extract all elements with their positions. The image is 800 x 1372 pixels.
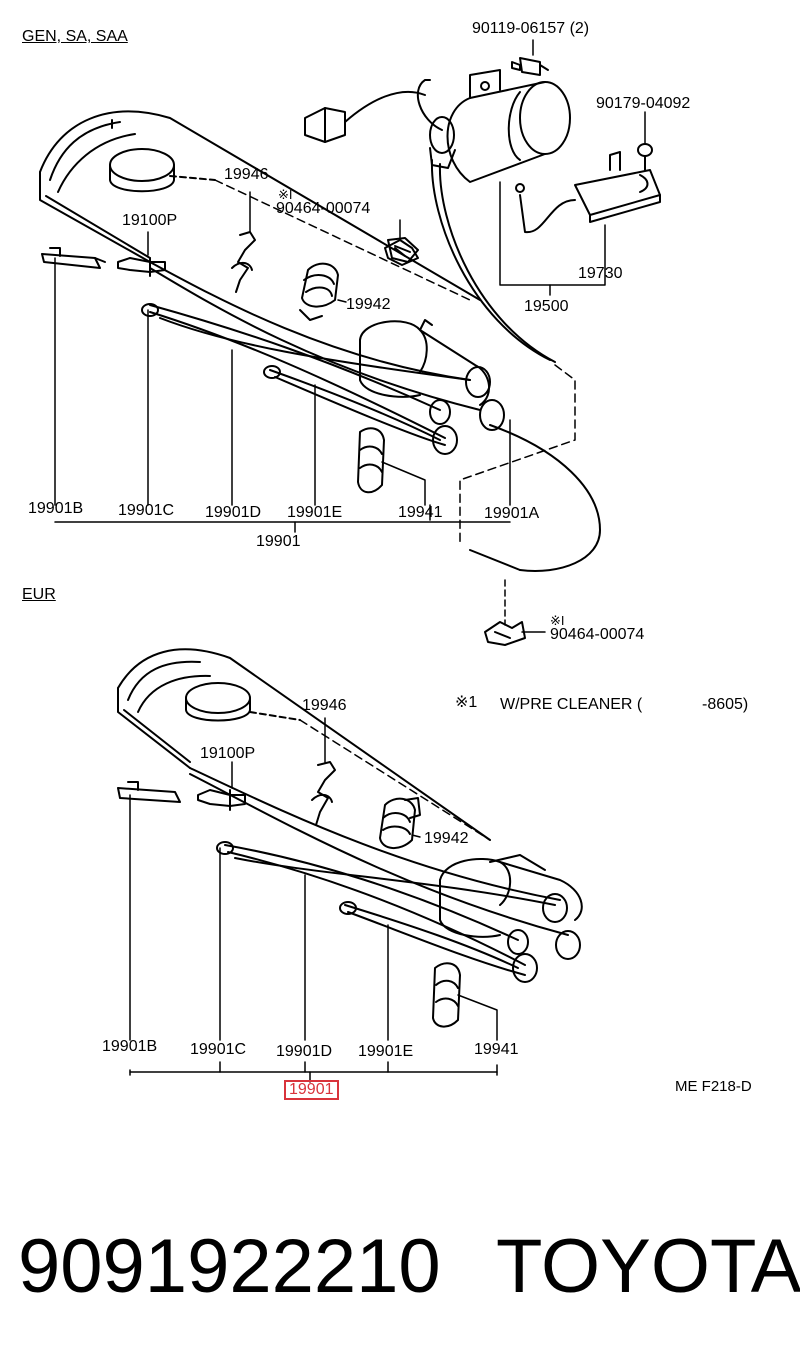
label-19901-top: 19901 — [256, 533, 301, 550]
spark-plug-top — [41, 247, 106, 269]
connector-plug — [304, 90, 426, 143]
label-19942-top: 19942 — [346, 296, 391, 313]
engine-block-bottom — [117, 648, 491, 841]
brand-name: TOYOTA — [496, 1224, 800, 1309]
clamps-bottom — [311, 761, 461, 1028]
label-note-pre-cleaner: W/PRE CLEANER ( — [500, 696, 643, 713]
sensor-19100P-bottom — [197, 789, 246, 811]
label-19901D-bottom: 19901D — [276, 1043, 333, 1060]
label-note-mark-1: ※I — [278, 187, 293, 202]
label-19942-bottom: 19942 — [424, 830, 469, 847]
label-19100P-top: 19100P — [122, 212, 178, 229]
leaders-bottom — [129, 717, 498, 1083]
label-90464-00074-a: 90464-00074 — [276, 200, 371, 217]
engine-block-top — [39, 110, 481, 301]
leaders-top — [54, 39, 646, 633]
label-19901C-top: 19901C — [118, 502, 175, 519]
label-19500: 19500 — [524, 298, 569, 315]
ignition-coil-19500 — [416, 69, 571, 363]
ignition-wires-bottom — [189, 767, 569, 976]
label-19901-bottom-highlighted[interactable]: 19901 — [284, 1080, 339, 1100]
label-19100P-bottom: 19100P — [200, 745, 256, 762]
figure-code: ME F218-D — [675, 1078, 752, 1095]
resistor-19730 — [515, 143, 661, 234]
label-19901B-top: 19901B — [28, 500, 84, 517]
part-number: 9091922210 — [18, 1224, 441, 1309]
label-note-mark-2: ※I — [550, 613, 565, 628]
label-19901D-top: 19901D — [205, 504, 262, 521]
label-19730: 19730 — [578, 265, 623, 282]
label-note-mark-3: ※1 — [455, 694, 478, 711]
sensor-19100P-top — [117, 257, 166, 277]
clamps-top — [231, 231, 419, 494]
label-note-range: -8605) — [702, 696, 749, 713]
label-90119-06157: 90119-06157 (2) — [472, 20, 590, 37]
label-19941-bottom: 19941 — [474, 1041, 519, 1058]
section-title-eur: EUR — [22, 586, 56, 603]
distributor-top — [359, 319, 505, 455]
clamp-90464-b — [484, 621, 526, 646]
label-19901B-bottom: 19901B — [102, 1038, 158, 1055]
label-90179-04092: 90179-04092 — [596, 95, 691, 112]
spark-plug-bottom — [117, 781, 181, 803]
label-19941-top: 19941 — [398, 504, 443, 521]
label-19946-top: 19946 — [224, 166, 269, 183]
ignition-wires-top — [141, 261, 601, 572]
label-19901E-top: 19901E — [287, 504, 343, 521]
label-19901A: 19901A — [484, 505, 540, 522]
coil-bolt-90119 — [511, 57, 549, 76]
label-19901C-bottom: 19901C — [190, 1041, 247, 1058]
label-19946-bottom: 19946 — [302, 697, 347, 714]
label-90464-00074-b: 90464-00074 — [550, 626, 645, 643]
label-19901E-bottom: 19901E — [358, 1043, 414, 1060]
section-title-gen-sa-saa: GEN, SA, SAA — [22, 28, 128, 45]
